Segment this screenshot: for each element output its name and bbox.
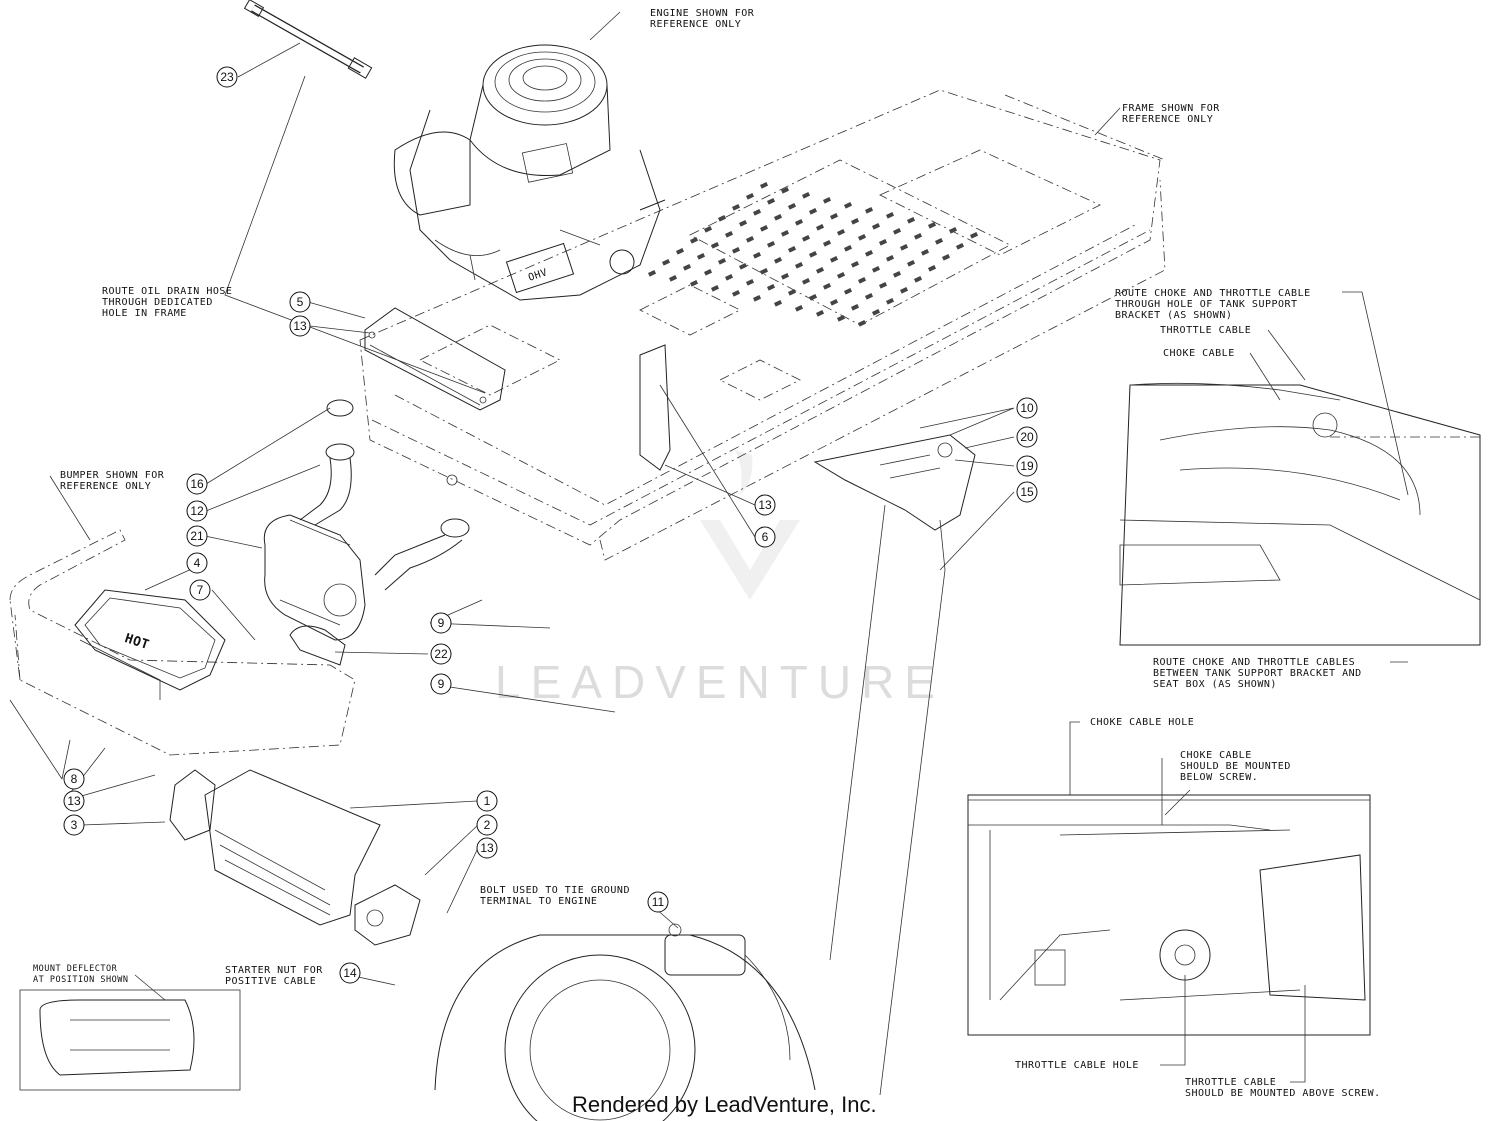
svg-text:21: 21 <box>190 529 204 543</box>
callout-16: 16 <box>186 473 208 495</box>
callout-13: 13 <box>289 315 311 337</box>
callout-8: 8 <box>63 768 85 790</box>
callout-13: 13 <box>754 494 776 516</box>
inset-ground-bolt <box>434 923 816 1121</box>
svg-text:13: 13 <box>758 498 772 512</box>
svg-text:5: 5 <box>297 295 304 309</box>
callout-7: 7 <box>189 579 211 601</box>
callout-4: 4 <box>186 552 208 574</box>
svg-text:4: 4 <box>194 556 201 570</box>
frame-vent-holes <box>648 182 979 327</box>
callout-20: 20 <box>1016 426 1038 448</box>
svg-text:3: 3 <box>71 818 78 832</box>
svg-text:8: 8 <box>71 772 78 786</box>
svg-text:9: 9 <box>438 616 445 630</box>
callout-19: 19 <box>1016 455 1038 477</box>
note-throttle-cable-hole: THROTTLE CABLE HOLE <box>1015 1060 1139 1071</box>
callout-2: 2 <box>476 814 498 836</box>
note-throttle-cable-top: THROTTLE CABLE <box>1160 325 1251 336</box>
callout-11: 11 <box>647 891 669 913</box>
svg-text:13: 13 <box>293 319 307 333</box>
note-choke-cable-top: CHOKE CABLE <box>1163 348 1235 359</box>
muffler-guard <box>169 769 421 946</box>
svg-text:1: 1 <box>484 794 491 808</box>
svg-text:20: 20 <box>1020 430 1034 444</box>
svg-text:6: 6 <box>762 530 769 544</box>
callout-22: 22 <box>430 643 452 665</box>
svg-text:11: 11 <box>652 895 665 909</box>
engine-badge: OHV <box>527 267 549 284</box>
engine-drawing: OHV <box>393 44 666 301</box>
exhaust-assembly <box>263 399 470 666</box>
leader-lines <box>9 11 1409 1083</box>
svg-text:7: 7 <box>197 583 204 597</box>
svg-text:22: 22 <box>434 647 448 661</box>
callout-15: 15 <box>1016 481 1038 503</box>
note-choke-cable-hole: CHOKE CABLE HOLE <box>1090 717 1194 728</box>
svg-text:12: 12 <box>190 504 204 518</box>
svg-text:9: 9 <box>438 677 445 691</box>
svg-text:13: 13 <box>480 841 494 855</box>
callout-6: 6 <box>754 526 776 548</box>
svg-text:16: 16 <box>190 477 204 491</box>
oil-drain-tube <box>243 0 373 79</box>
callout-13: 13 <box>476 837 498 859</box>
inset-cable-routing <box>1119 382 1481 646</box>
svg-text:23: 23 <box>220 70 234 84</box>
engine-bracket <box>639 344 671 471</box>
callout-23: 23 <box>216 66 238 88</box>
svg-text:15: 15 <box>1020 485 1034 499</box>
callout-1: 1 <box>476 790 498 812</box>
muffler-label: HOT <box>123 631 151 653</box>
callout-3: 3 <box>63 814 85 836</box>
inset-deflector <box>19 989 241 1091</box>
inset-cable-holes <box>967 794 1371 1036</box>
callout-12: 12 <box>186 500 208 522</box>
heat-shield-upper <box>364 307 506 411</box>
svg-text:14: 14 <box>343 966 357 980</box>
callout-5: 5 <box>289 291 311 313</box>
footer-credit: Rendered by LeadVenture, Inc. <box>572 1092 877 1117</box>
svg-text:13: 13 <box>67 794 81 808</box>
callout-9: 9 <box>430 612 452 634</box>
callout-10: 10 <box>1016 397 1038 419</box>
callout-9: 9 <box>430 673 452 695</box>
bumper-drawing: HOT <box>9 529 356 756</box>
callout-14: 14 <box>339 962 361 984</box>
frame-drawing <box>359 89 1166 561</box>
tank-support-bracket <box>813 434 976 1096</box>
svg-text:2: 2 <box>484 818 491 832</box>
callout-21: 21 <box>186 525 208 547</box>
svg-text:10: 10 <box>1020 401 1034 415</box>
svg-text:19: 19 <box>1020 459 1034 473</box>
callout-13: 13 <box>63 790 85 812</box>
watermark-text: LEADVENTURE <box>495 656 945 708</box>
